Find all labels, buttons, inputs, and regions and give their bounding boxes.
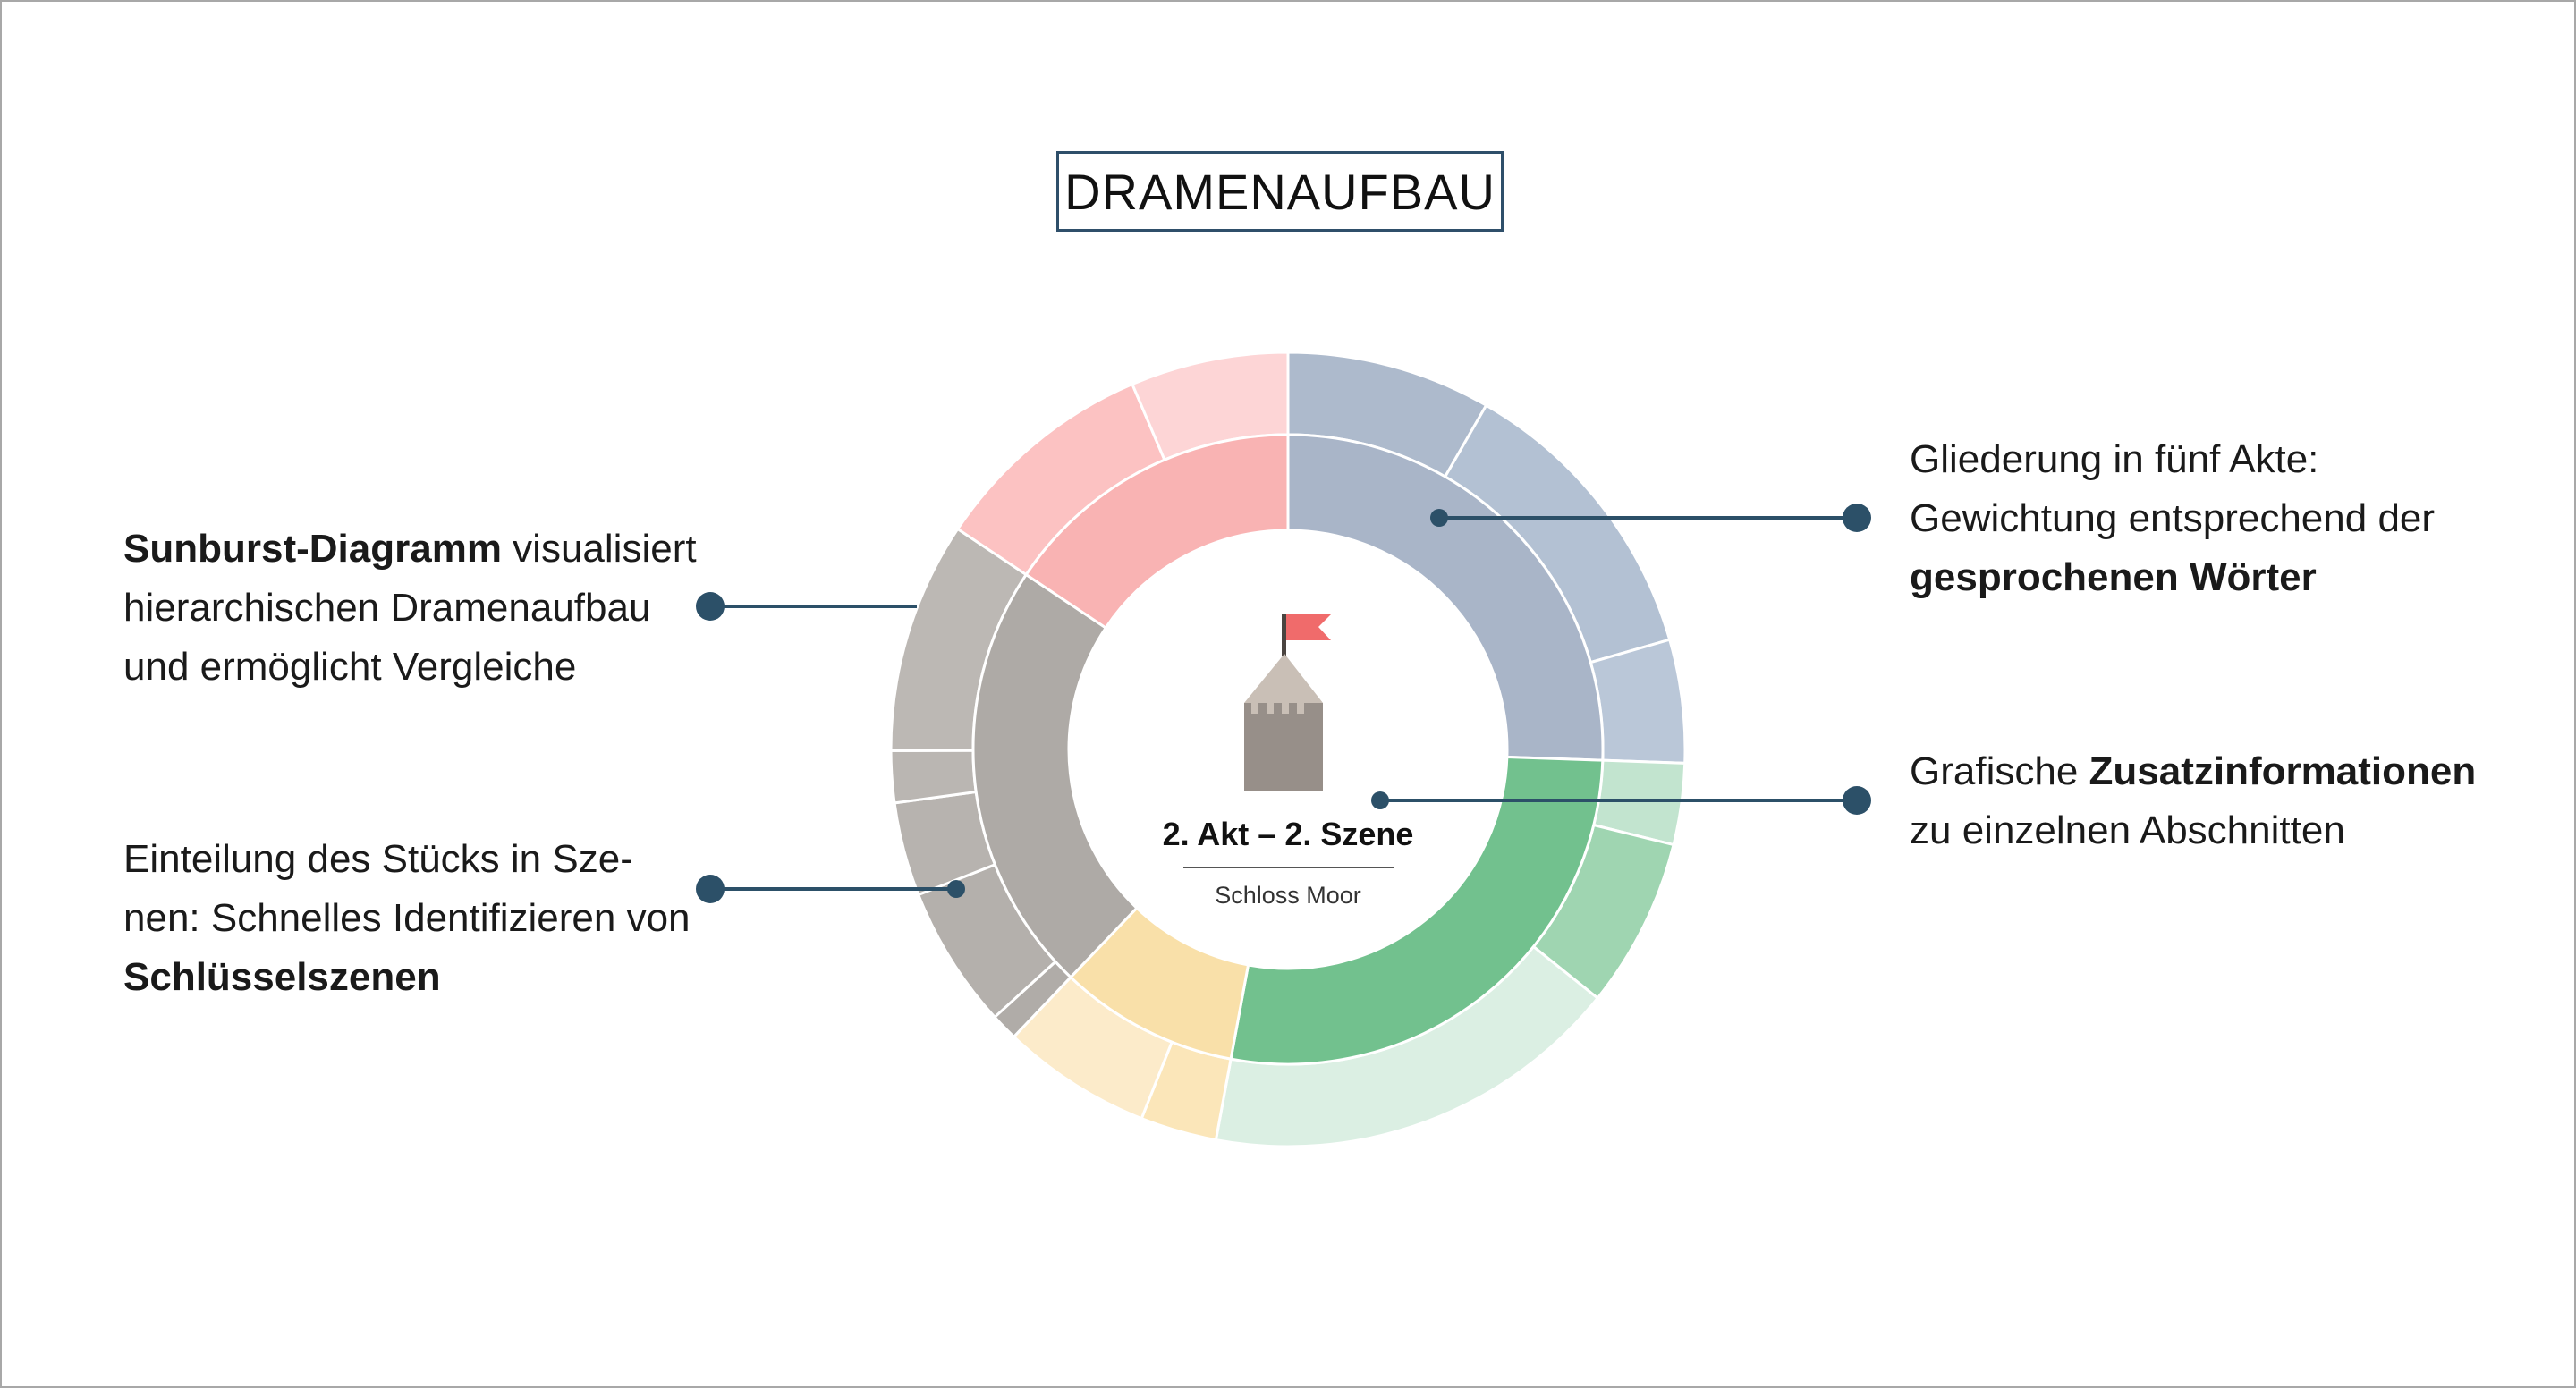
selected-scene-location: Schloss Moor: [1215, 882, 1361, 909]
connector-dot: [1843, 786, 1871, 815]
connector-line-scenes: [710, 887, 956, 891]
connector-endpoint: [947, 880, 965, 898]
connector-endpoint: [1371, 791, 1389, 809]
note-scenes: Einteilung des Stücks in Sze- nen: Schne…: [123, 830, 691, 1007]
page-title: DRAMENAUFBAU: [1056, 151, 1504, 232]
note-text: nen: Schnelles Identifizieren von: [123, 896, 691, 940]
note-text: visualisiert: [501, 527, 697, 571]
connector-dot: [696, 592, 724, 621]
note-text: hierarchischen Dramenaufbau: [123, 586, 651, 630]
note-bold: Schlüsselszenen: [123, 955, 441, 999]
selected-scene-title: 2. Akt – 2. Szene: [1162, 816, 1414, 852]
note-text: zu einzelnen Abschnitten: [1910, 808, 2345, 852]
note-acts: Gliederung in fünf Akte: Gewichtung ents…: [1910, 430, 2435, 607]
act-segment-5[interactable]: [1024, 433, 1290, 631]
note-bold: gesprochenen Wörter: [1910, 555, 2317, 599]
divider: [1183, 867, 1394, 868]
note-info: Grafische Zusatzinformationen zu einzeln…: [1910, 742, 2476, 860]
connector-line-sunburst: [710, 605, 917, 608]
note-text: Einteilung des Stücks in Sze-: [123, 837, 633, 881]
act-segment-4[interactable]: [971, 572, 1140, 979]
note-text: Gliederung in fünf Akte:: [1910, 437, 2319, 481]
note-sunburst: Sunburst-Diagramm visualisiert hierarchi…: [123, 520, 697, 697]
act-segment-2[interactable]: [1229, 755, 1605, 1066]
connector-line-info: [1380, 799, 1857, 802]
connector-dot: [696, 875, 724, 903]
connector-dot: [1843, 504, 1871, 532]
note-bold: Zusatzinformationen: [2089, 749, 2477, 793]
connector-line-acts: [1439, 516, 1857, 520]
note-text: Grafische: [1910, 749, 2089, 793]
note-text: Gewichtung entsprechend der: [1910, 496, 2436, 540]
act-segment-1[interactable]: [1286, 433, 1605, 762]
note-text: und ermöglicht Vergleiche: [123, 645, 577, 689]
connector-endpoint: [1430, 509, 1448, 527]
note-bold: Sunburst-Diagramm: [123, 527, 502, 571]
